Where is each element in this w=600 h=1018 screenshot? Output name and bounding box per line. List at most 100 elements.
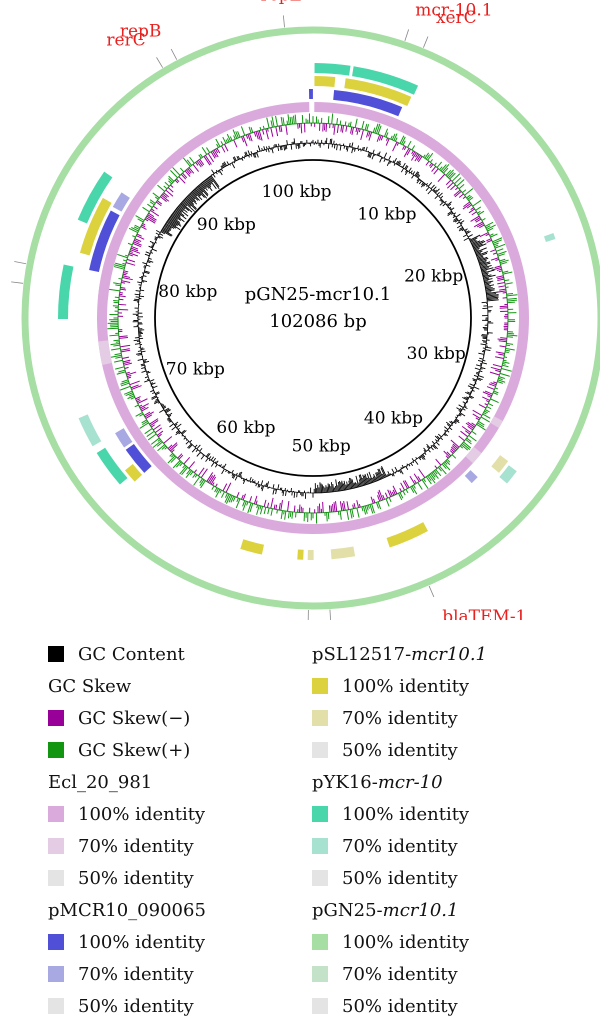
gc-skew-bar: [250, 127, 254, 133]
gc-skew-bar: [358, 503, 361, 508]
gc-skew-bar: [118, 369, 126, 373]
gc-content-bar: [278, 143, 280, 147]
gc-content-bar: [165, 408, 170, 413]
gc-content-bar: [151, 382, 156, 386]
gc-content-bar: [475, 364, 482, 367]
gc-content-bar: [431, 441, 435, 445]
identity-swatch: [48, 806, 64, 822]
gene-leader-line: [282, 15, 285, 28]
gc-skew-bar: [339, 120, 342, 125]
gc-content-bar: [284, 145, 287, 150]
gc-skew-bar: [413, 484, 416, 489]
plasmid-length: 102086 bp: [269, 311, 366, 332]
gc-skew-bar: [119, 385, 131, 391]
gc-skew-bar: [236, 491, 240, 498]
gc-skew-bar: [207, 153, 215, 163]
legend-identity-item: 70% identity: [48, 965, 194, 985]
gc-skew-bar: [458, 435, 465, 442]
gc-content-bar: [255, 152, 257, 155]
gc-skew-bar: [443, 450, 451, 458]
gc-skew-bar: [351, 127, 355, 136]
gc-content-bar: [151, 396, 158, 400]
gc-skew-bar: [271, 116, 275, 128]
legend-identity-item: 50% identity: [312, 869, 458, 889]
gc-skew-bar: [125, 392, 134, 397]
gc-skew-bar: [495, 369, 501, 373]
gc-content-bar: [386, 160, 391, 166]
gc-content-bar: [451, 424, 453, 426]
gc-skew-bar: [161, 445, 167, 450]
gc-skew-bar: [450, 439, 460, 448]
gc-skew-bar: [122, 356, 130, 360]
gc-content-bar: [285, 144, 288, 150]
gc-skew-bar: [114, 353, 122, 356]
gc-content-bar: [455, 418, 460, 422]
gc-content-bar: [171, 213, 182, 221]
gc-content-bar: [354, 481, 357, 488]
gc-skew-bar: [137, 398, 148, 404]
gc-content-bar: [426, 185, 428, 187]
gc-content-bar: [374, 154, 376, 157]
gc-skew-bar: [150, 209, 160, 217]
gc-content-bar: [401, 464, 405, 468]
legend-identity-item: 100% identity: [48, 805, 205, 825]
gc-content-bar: [464, 396, 469, 400]
gc-content-bar: [151, 395, 157, 399]
gc-content-bar: [486, 295, 499, 298]
gc-skew-bar: [435, 469, 442, 477]
gc-content-bar: [403, 465, 406, 468]
gc-skew-bar: [384, 492, 389, 499]
gc-content-bar: [151, 248, 157, 252]
gc-content-bar: [343, 480, 347, 490]
gc-content-bar: [155, 392, 160, 396]
gc-skew-bar: [392, 485, 398, 495]
gc-skew-bar: [402, 480, 408, 489]
gc-skew-bar: [462, 189, 467, 194]
gc-skew-bar: [203, 156, 211, 166]
gc-content-bar: [447, 203, 452, 207]
gc-content-bar: [439, 201, 445, 206]
gc-skew-bar: [291, 511, 294, 519]
gc-content-bar: [439, 198, 442, 202]
gc-skew-bar: [155, 201, 162, 207]
gene-leader-line: [170, 48, 178, 60]
gc-content-bar: [478, 375, 484, 378]
gc-content-bar: [151, 386, 154, 388]
gc-content-bar: [357, 145, 359, 149]
gc-skew-bar: [410, 486, 415, 493]
gc-skew-bar: [128, 227, 138, 233]
gc-content-bar: [232, 474, 236, 479]
gc-skew-bar: [178, 176, 186, 184]
gc-content-bar: [434, 439, 438, 442]
gc-skew-bar: [429, 164, 434, 169]
gc-skew-bar: [233, 139, 238, 148]
gc-content-bar: [165, 409, 172, 414]
gc-skew-bar: [496, 248, 504, 252]
gc-content-bar: [394, 466, 398, 472]
gc-skew-bar: [369, 504, 374, 514]
identity-segment: [98, 340, 112, 366]
gc-skew-bar: [123, 271, 128, 274]
gc-skew-bar: [391, 491, 395, 496]
gc-skew-bar: [499, 288, 506, 291]
gc-content-bar: [484, 282, 492, 285]
gc-content-bar: [453, 218, 458, 223]
gc-content-bar: [456, 407, 462, 412]
gc-content-bar: [183, 437, 186, 440]
gc-skew-bar: [467, 421, 475, 428]
gc-content-bar: [481, 334, 488, 336]
gc-content-bar: [177, 427, 180, 430]
identity-segment: [112, 192, 130, 212]
gc-content-bar: [233, 161, 236, 164]
gc-skew-bar: [478, 420, 485, 426]
circular-plasmid-map: repErepBrerCmcr-10.1xerCIS1SrelEblaTEM-1…: [11, 0, 600, 620]
gc-skew-bar: [174, 179, 179, 184]
gc-skew-bar: [401, 136, 406, 145]
gc-content-bar: [220, 168, 224, 172]
gc-content-bar: [139, 276, 143, 279]
gc-content-bar: [458, 218, 462, 222]
gc-skew-bar: [115, 366, 125, 370]
gc-content-bar: [378, 468, 384, 479]
gc-content-bar: [280, 145, 283, 151]
reference-name: pYK16-: [312, 772, 378, 793]
